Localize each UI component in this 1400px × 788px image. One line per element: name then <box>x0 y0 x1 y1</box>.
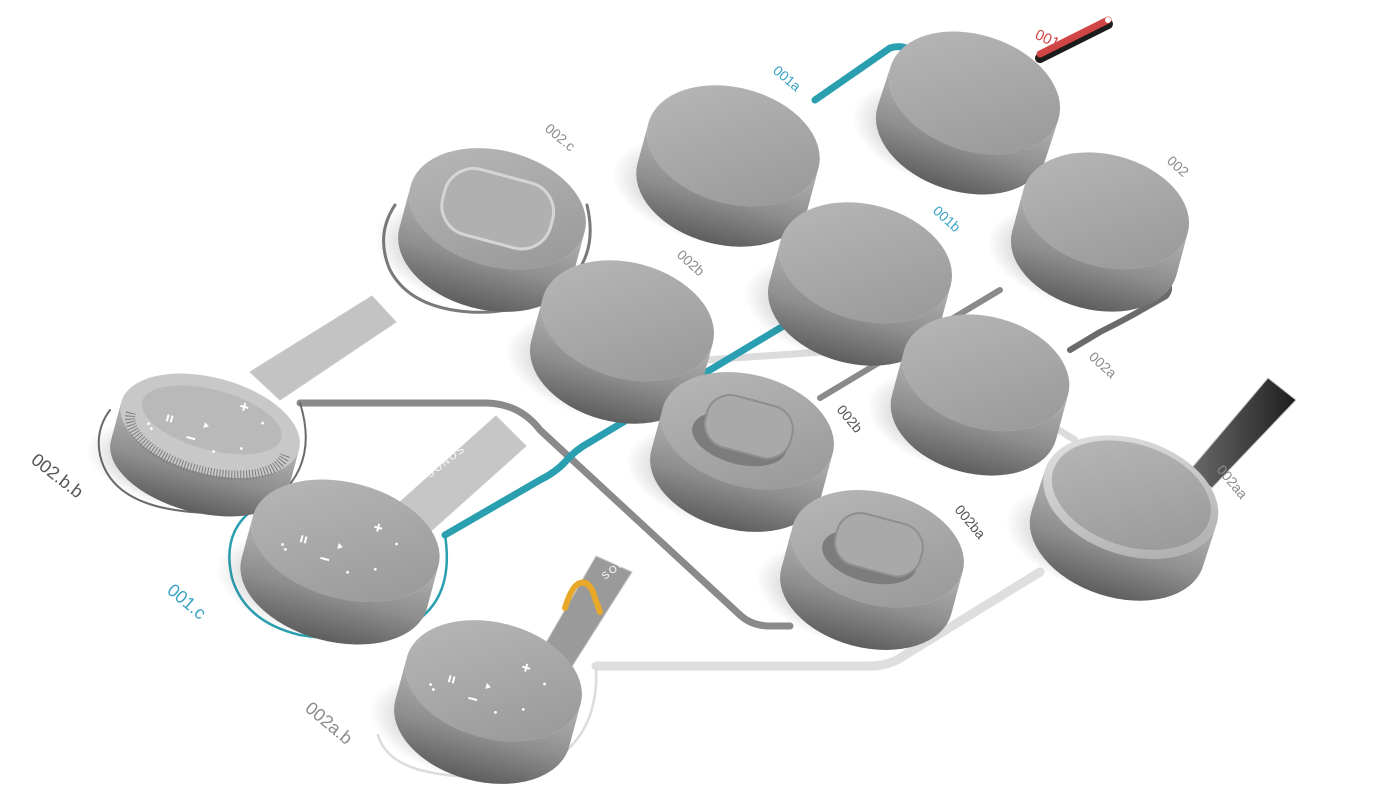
device-body <box>875 65 1059 195</box>
device-body <box>636 122 819 247</box>
play-pause-icon <box>447 675 452 683</box>
node-label-002ba: 002ba <box>952 502 989 542</box>
device-002c <box>374 148 586 312</box>
device-body <box>240 515 439 645</box>
device-pedestal <box>833 512 924 578</box>
device-body <box>650 407 833 532</box>
device-top <box>902 314 1070 432</box>
connector-001b-001c <box>441 321 789 539</box>
node-label-002b: 002b <box>674 246 708 279</box>
device-inset-panel <box>440 167 556 251</box>
device-002 <box>987 152 1190 312</box>
minus-icon <box>468 696 478 702</box>
yellow-clip <box>562 579 603 615</box>
minus-icon <box>320 556 330 562</box>
device-body <box>780 525 963 650</box>
device-top <box>779 202 953 324</box>
device-002ab <box>370 620 582 784</box>
device-002b <box>506 260 715 424</box>
node-label-002aa: 002aa <box>1214 462 1251 502</box>
device-control-surface <box>141 385 282 455</box>
device-body <box>1010 188 1188 312</box>
minus-icon <box>186 435 196 441</box>
control-glyphs <box>281 523 398 574</box>
node-label-002ab: 002a.b <box>301 698 356 749</box>
speaker-grille <box>125 411 291 481</box>
devices-layer: SONOSSONOSSONOS <box>85 31 1297 784</box>
node-label-002bb: 002.b.b <box>28 449 88 502</box>
skip-icon <box>203 422 209 428</box>
node-label-001a: 001a <box>770 62 804 94</box>
skip-icon <box>485 683 491 689</box>
node-label-002: 002 <box>1164 152 1192 180</box>
device-top <box>1051 440 1211 550</box>
device-pedestal <box>703 394 794 460</box>
device-body <box>394 657 581 784</box>
skip-icon <box>337 543 343 549</box>
node-label-002c: 002.c <box>542 120 579 154</box>
device-top <box>405 620 582 742</box>
device-001 <box>852 31 1061 195</box>
device-top <box>1022 152 1190 270</box>
connector-002bb-002ba <box>296 399 794 630</box>
device-002a <box>866 314 1070 476</box>
device-001c <box>216 479 440 645</box>
device-001-tag <box>1035 16 1113 63</box>
node-label-002a: 002a <box>1086 348 1120 381</box>
play-pause-icon <box>165 414 170 422</box>
device-top <box>647 85 820 207</box>
device-top <box>251 479 440 603</box>
device-002d <box>626 372 834 532</box>
control-glyphs <box>147 402 265 453</box>
device-body <box>110 401 300 517</box>
control-glyphs <box>429 663 546 714</box>
play-pause-icon <box>299 535 304 543</box>
node-label-001c: 001.c <box>163 580 210 624</box>
device-body <box>1029 469 1217 601</box>
device-001a <box>612 85 820 247</box>
node-label-001b: 001b <box>930 202 964 235</box>
device-002ba <box>756 490 964 650</box>
device-body <box>529 297 713 424</box>
device-body <box>890 350 1069 476</box>
device-002aa <box>1005 435 1219 601</box>
device-top <box>888 31 1061 155</box>
device-001b <box>744 202 953 366</box>
connector-002aa-002ab <box>591 567 1045 671</box>
device-002bb <box>85 373 300 517</box>
device-top <box>541 260 715 382</box>
node-label-002d: 002b <box>834 402 866 436</box>
device-body <box>398 185 585 312</box>
device-body <box>767 239 951 366</box>
